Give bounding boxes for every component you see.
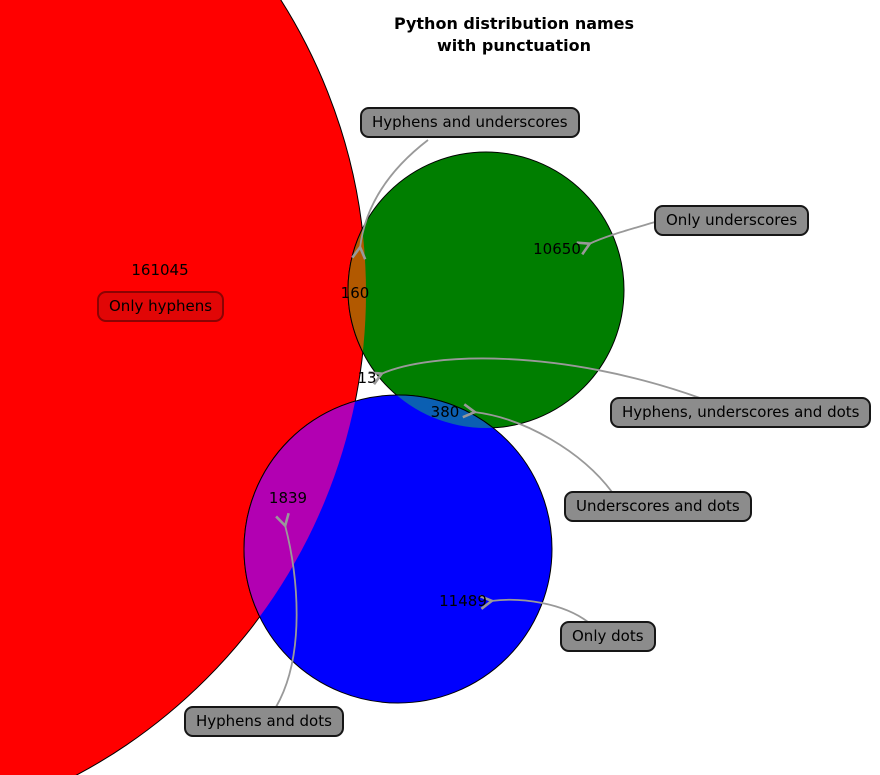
leader-line-underscores-dots bbox=[474, 412, 613, 493]
annotation-only-underscores: Only underscores bbox=[654, 205, 810, 236]
count-only-hyphens: 161045 bbox=[131, 261, 189, 279]
annotation-hyphens-underscores-and-dots: Hyphens, underscores and dots bbox=[610, 397, 872, 428]
leader-line-only-underscores bbox=[589, 221, 656, 244]
leader-line-hyphens-underscores bbox=[360, 139, 429, 248]
count-hyphens-dots: 1839 bbox=[268, 489, 308, 507]
region-hyphens-underscores bbox=[347, 151, 366, 429]
count-only-underscores: 10650 bbox=[533, 240, 581, 258]
annotation-underscores-and-dots: Underscores and dots bbox=[564, 491, 752, 522]
region-underscores-dots bbox=[348, 394, 553, 428]
set-circle-underscores bbox=[347, 151, 625, 429]
leader-line-hyphens-dots bbox=[276, 525, 298, 708]
count-all-three: 13 bbox=[357, 369, 377, 387]
count-underscores-dots: 380 bbox=[430, 403, 460, 421]
leader-line-all-three bbox=[381, 357, 701, 399]
chart-title-line1: Python distribution names bbox=[393, 14, 635, 33]
count-only-dots: 11489 bbox=[439, 592, 487, 610]
count-hyphens-underscores: 160 bbox=[340, 284, 370, 302]
annotation-hyphens-and-dots: Hyphens and dots bbox=[184, 706, 344, 737]
annotation-only-dots: Only dots bbox=[560, 621, 656, 652]
chart-title-line2: with punctuation bbox=[437, 36, 591, 55]
chart-title: Python distribution names with punctuati… bbox=[394, 13, 634, 57]
annotation-hyphens-and-underscores: Hyphens and underscores bbox=[360, 107, 580, 138]
annotation-only-hyphens: Only hyphens bbox=[97, 291, 225, 322]
leader-line-only-dots bbox=[491, 600, 589, 623]
